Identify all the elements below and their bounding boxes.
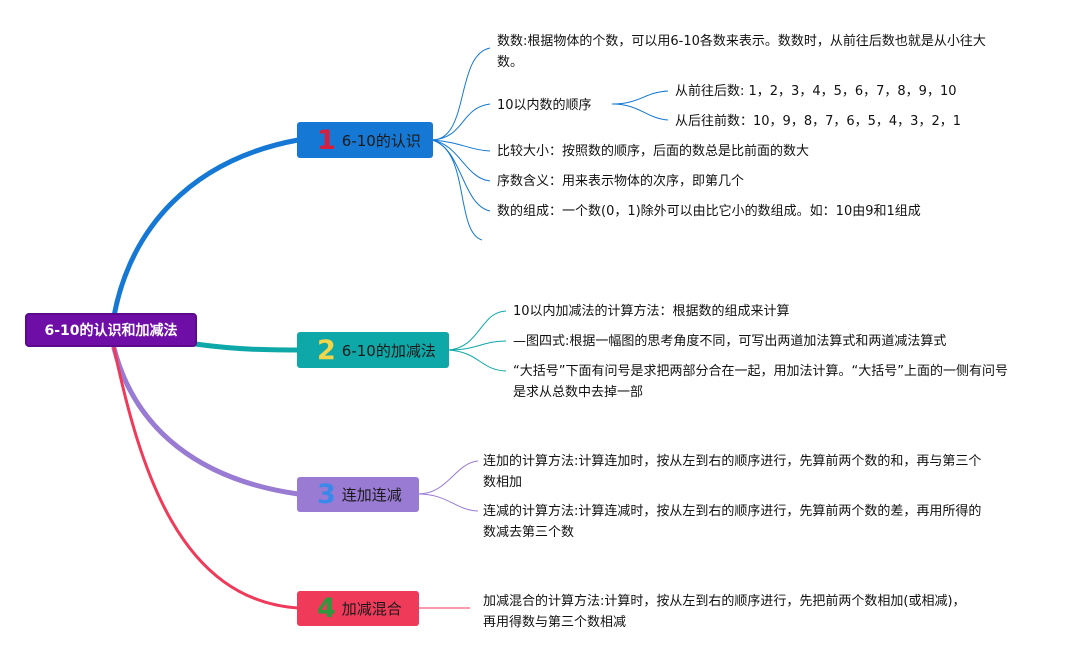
root-node[interactable]: 6-10的认识和加减法 (25, 313, 197, 347)
branch-node-1[interactable]: 1 6-10的认识 (297, 122, 433, 158)
branch-node-3[interactable]: 3 连加连减 (297, 477, 419, 512)
branch-node-2[interactable]: 2 6-10的加减法 (297, 332, 449, 368)
leaf-3-1: 连加的计算方法:计算连加时，按从左到右的顺序进行，先算前两个数的和，再与第三个数… (483, 454, 982, 490)
link-root-branch2 (192, 341, 301, 353)
branch-node-4[interactable]: 4 加减混合 (297, 591, 419, 626)
leaf-2-3: “大括号”下面有问号是求把两部分合在一起，用加法计算。“大括号”上面的一侧有问号… (513, 364, 1008, 400)
branch-3-title: 连加连减 (341, 486, 402, 504)
leaf-1-2-2: 从后往前数：10，9，8，7，6，5，4，3，2，1 (675, 114, 961, 129)
leaf-1-2-1: 从前往后数: 1，2，3，4，5，6，7，8，9，10 (675, 84, 957, 99)
leaf-4-1: 加减混合的计算方法:计算时，按从左到右的顺序进行，先把前两个数相加(或相减)，再… (483, 594, 966, 630)
branch-4-title: 加减混合 (341, 600, 402, 618)
leaf-1-1: 数数:根据物体的个数，可以用6-10各数来表示。数数时，从前往后数也就是从小往大… (497, 34, 986, 70)
number-three-icon: 3 (317, 479, 336, 510)
link-root-branch1 (111, 137, 301, 319)
branch-1-title: 6-10的认识 (341, 131, 421, 150)
root-label: 6-10的认识和加减法 (44, 323, 178, 339)
number-one-icon: 1 (317, 124, 336, 156)
number-four-icon: 4 (317, 593, 336, 624)
leaf-1-4: 序数含义：用来表示物体的次序，即第几个 (497, 174, 745, 189)
leaf-2-1: 10以内加减法的计算方法：根据数的组成来计算 (513, 304, 790, 319)
leaf-2-2: —图四式:根据一幅图的思考角度不同，可写出两道加法算式和两道减法算式 (513, 334, 947, 349)
leaf-1-5: 数的组成：一个数(0，1)除外可以由比它小的数组成。如：10由9和1组成 (497, 204, 921, 219)
number-two-icon: 2 (317, 334, 336, 366)
link-root-branch3 (111, 345, 301, 497)
leaf-1-2: 10以内数的顺序 (497, 98, 592, 113)
leaf-1-3: 比较大小：按照数的顺序，后面的数总是比前面的数大 (497, 144, 810, 159)
leaf-3-2: 连减的计算方法:计算连减时，按从左到右的顺序进行，先算前两个数的差，再用所得的数… (483, 504, 982, 540)
link-root-branch4 (112, 346, 300, 610)
branch-2-title: 6-10的加减法 (341, 341, 436, 360)
